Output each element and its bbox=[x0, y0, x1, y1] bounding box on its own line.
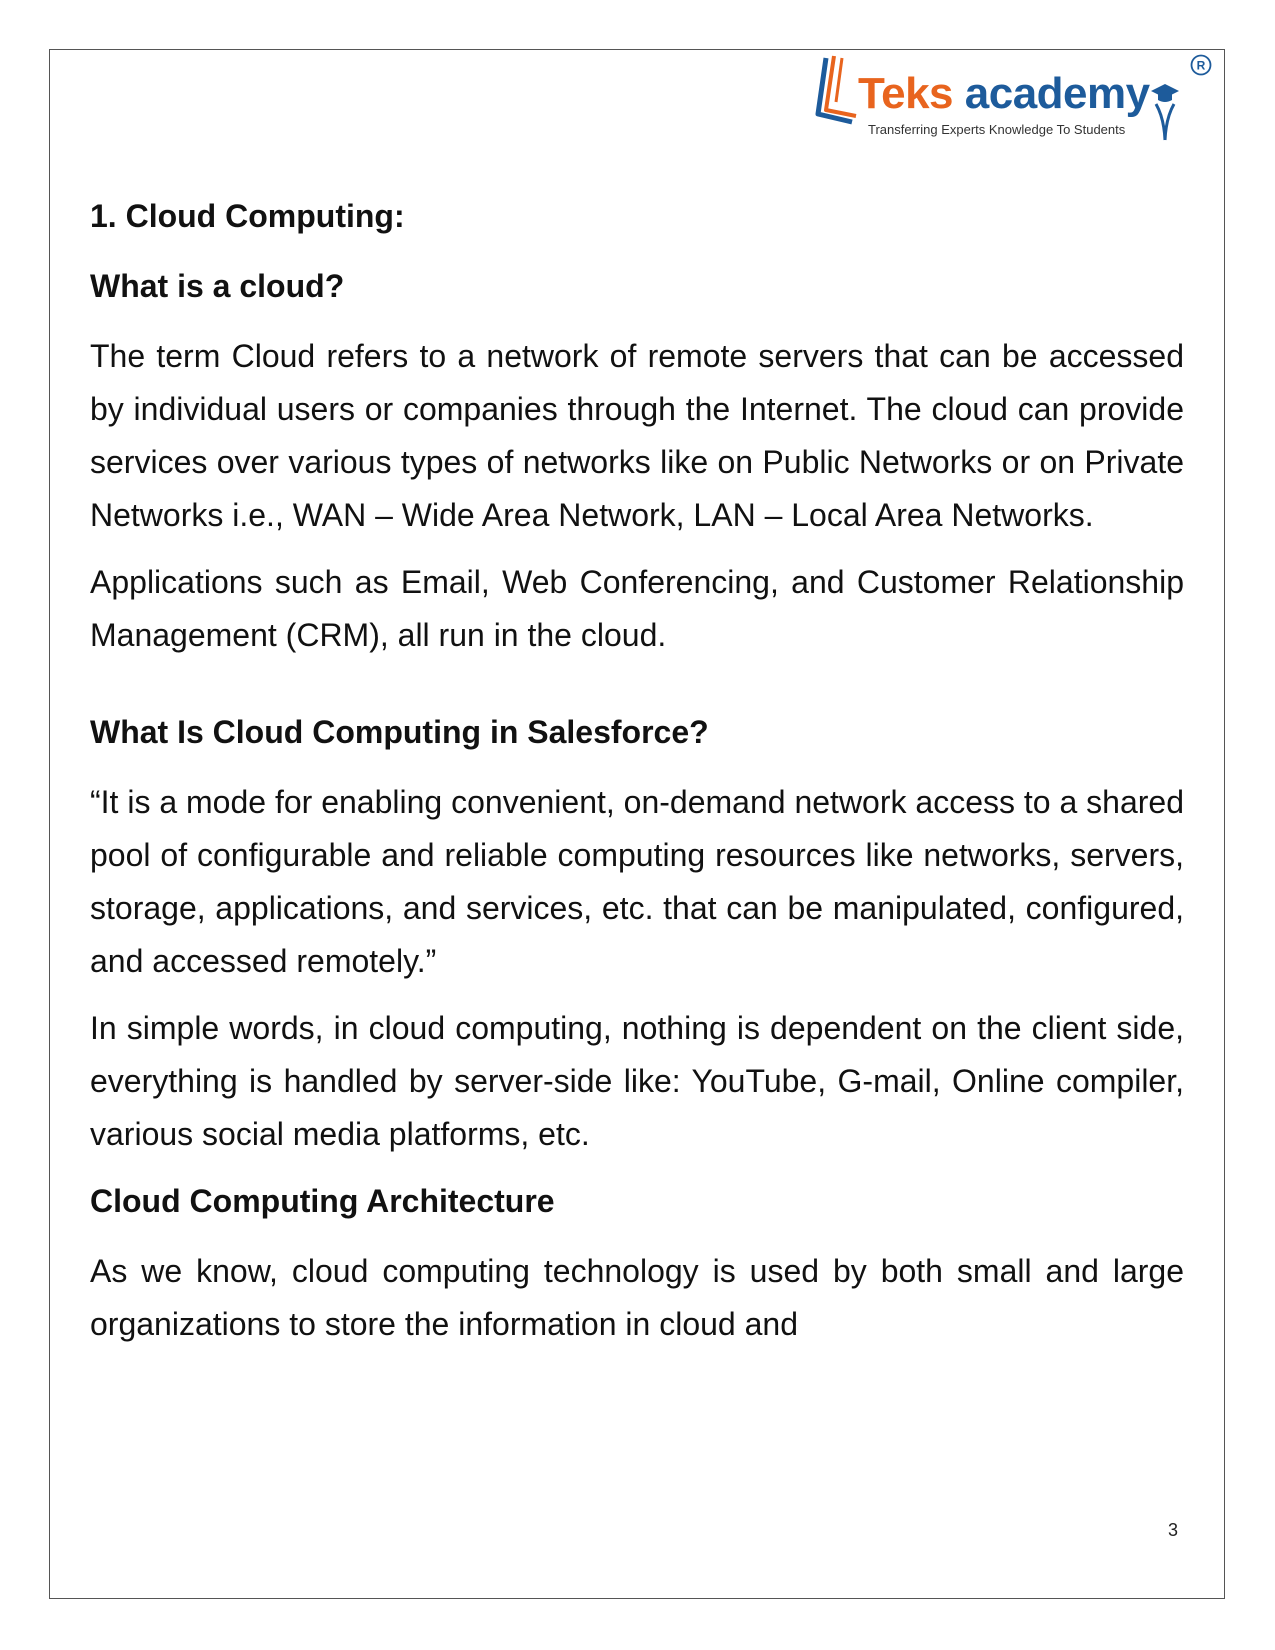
registered-mark-icon: R bbox=[1190, 54, 1212, 76]
graduation-cap-icon bbox=[1151, 84, 1179, 141]
paragraph-cloud-applications: Applications such as Email, Web Conferen… bbox=[90, 564, 1184, 653]
paragraph-definition-quote: “It is a mode for enabling convenient, o… bbox=[90, 784, 1184, 979]
paragraph-simple-words: In simple words, in cloud computing, not… bbox=[90, 1010, 1184, 1152]
section-title: 1. Cloud Computing: bbox=[90, 198, 405, 234]
page-border bbox=[49, 49, 1225, 1599]
svg-text:R: R bbox=[1197, 59, 1206, 73]
logo-academy-text: academy bbox=[953, 69, 1150, 118]
logo-teks-text: Teks bbox=[858, 69, 954, 118]
question-heading-what-is-cloud: What is a cloud? bbox=[90, 268, 345, 304]
spacer bbox=[90, 676, 1184, 706]
page-number: 3 bbox=[1168, 1520, 1179, 1540]
document-body: 1. Cloud Computing: What is a cloud? The… bbox=[90, 190, 1184, 1365]
paragraph-cloud-definition: The term Cloud refers to a network of re… bbox=[90, 338, 1184, 533]
teks-academy-logo: Teks academy R Transferring Experts Know… bbox=[812, 52, 1212, 142]
heading-architecture: Cloud Computing Architecture bbox=[90, 1183, 555, 1219]
question-heading-salesforce: What Is Cloud Computing in Salesforce? bbox=[90, 714, 709, 750]
logo-wordmark: Teks academy bbox=[858, 70, 1150, 118]
book-logo-icon bbox=[815, 55, 857, 125]
logo-tagline: Transferring Experts Knowledge To Studen… bbox=[868, 122, 1126, 137]
paragraph-architecture-intro: As we know, cloud computing technology i… bbox=[90, 1253, 1184, 1342]
